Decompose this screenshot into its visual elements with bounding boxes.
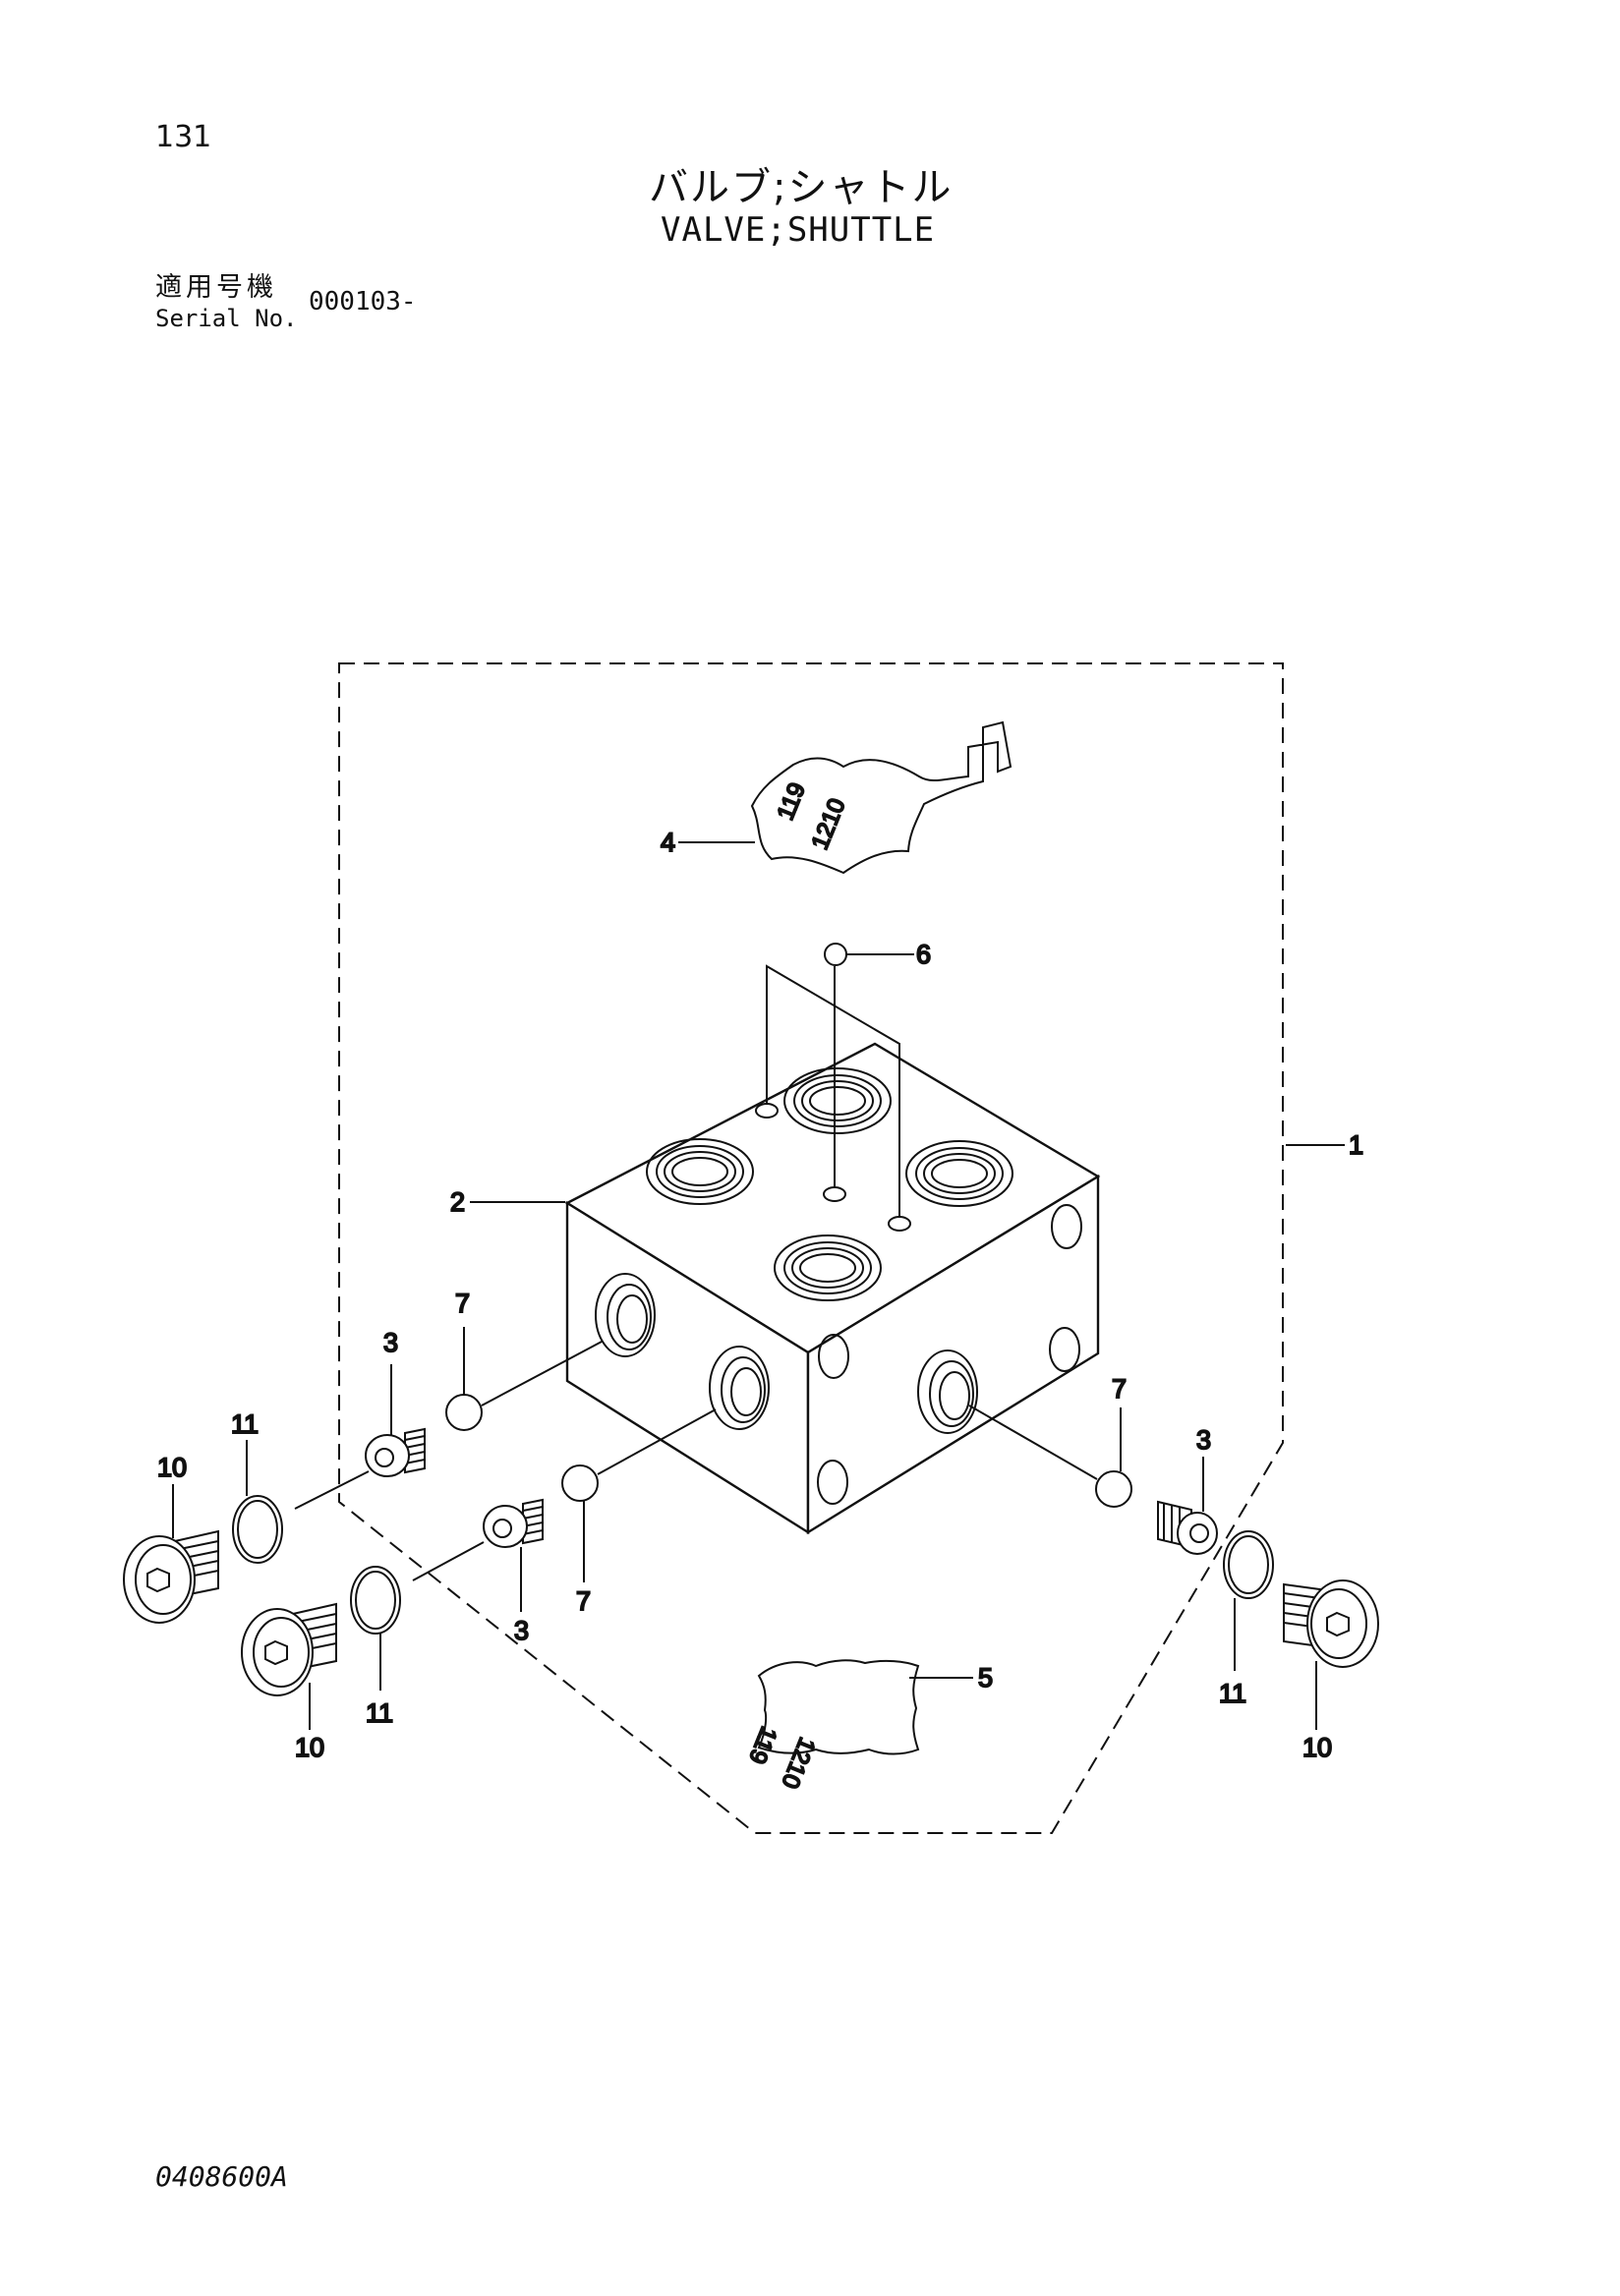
title-japanese: バルブ;シャトル (649, 165, 954, 210)
plug-item-10b (241, 1602, 337, 1696)
ball-item-7c (1095, 1470, 1132, 1508)
o-ring-item-11c (1223, 1530, 1274, 1599)
ball-item-7b (561, 1464, 599, 1502)
plug-item-10a (123, 1529, 219, 1624)
callout-10a: 10 (157, 1453, 187, 1482)
plug-item-3c (1157, 1500, 1218, 1555)
left-face-port-1 (595, 1273, 656, 1357)
o-ring-item-11b (350, 1566, 401, 1635)
callout-7c: 7 (1112, 1374, 1127, 1404)
callout-3b: 3 (514, 1616, 529, 1645)
callout-11a: 11 (231, 1409, 259, 1439)
ball-item-6 (824, 943, 847, 966)
right-face-port (917, 1349, 978, 1434)
name-plate-top (750, 720, 1012, 875)
callout-2: 2 (450, 1187, 465, 1217)
callout-7a: 7 (455, 1289, 470, 1318)
callout-1: 1 (1349, 1130, 1363, 1160)
serial-number-value: 000103- (309, 287, 417, 316)
valve-block (564, 1042, 1101, 1535)
top-port-4 (774, 1234, 882, 1301)
callout-3a: 3 (383, 1328, 398, 1357)
page-number: 131 (155, 120, 212, 154)
serial-label-japanese: 適用号機 (155, 272, 277, 303)
o-ring-item-11a (232, 1495, 283, 1564)
callout-4: 4 (661, 828, 675, 857)
callout-10b: 10 (295, 1733, 324, 1762)
callout-6: 6 (916, 940, 931, 969)
assembly-boundary (338, 662, 1284, 1834)
callout-11c: 11 (1219, 1679, 1246, 1708)
plug-item-3a (365, 1427, 426, 1477)
plate-bottom-text-1: 119 (743, 1723, 781, 1768)
name-plate-bottom (757, 1659, 920, 1755)
top-port-2 (646, 1138, 754, 1205)
callout-5: 5 (978, 1663, 993, 1693)
plug-item-3b (483, 1498, 544, 1548)
left-face-port-2 (709, 1346, 770, 1430)
serial-label-english: Serial No. (155, 305, 298, 332)
callout-3c: 3 (1196, 1425, 1211, 1455)
callout-7b: 7 (576, 1586, 591, 1616)
drawing-number: 0408600A (155, 2160, 288, 2193)
callout-11b: 11 (366, 1698, 393, 1728)
top-port-1 (783, 1067, 892, 1134)
callout-10c: 10 (1302, 1733, 1332, 1762)
title-english: VALVE;SHUTTLE (661, 210, 936, 250)
ball-item-7a (445, 1394, 483, 1431)
top-port-3 (905, 1140, 1013, 1207)
plug-item-10c (1283, 1579, 1379, 1668)
